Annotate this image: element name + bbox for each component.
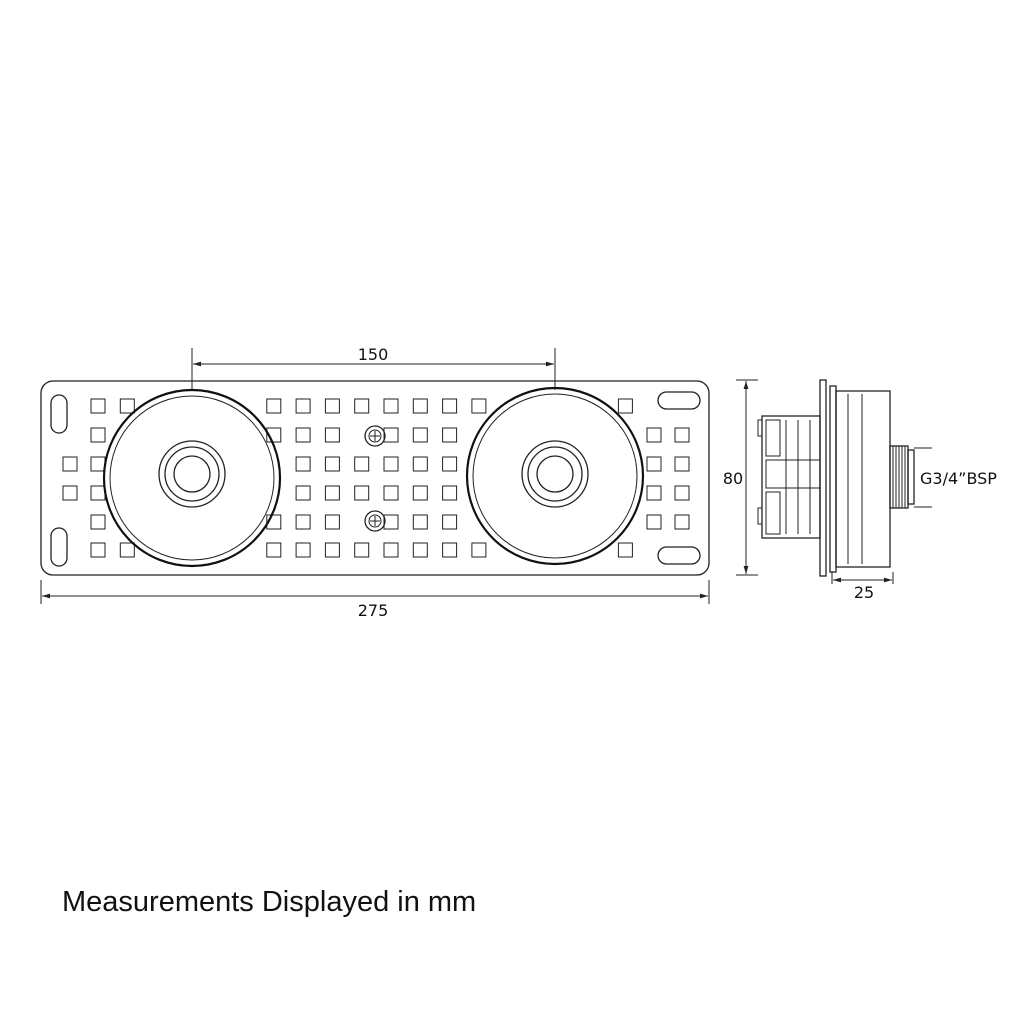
overall-width-label: 275 [358, 601, 389, 620]
square-cutout [383, 485, 399, 501]
square-cutout [324, 398, 340, 414]
thread-spec-label: G3/4”BSP [920, 469, 997, 488]
square-cutout [442, 514, 458, 530]
square-cutout [119, 542, 135, 558]
square-cutout [62, 456, 78, 472]
mounting-slot-bottom-left [50, 527, 68, 567]
square-cutout [324, 514, 340, 530]
square-cutout [674, 427, 690, 443]
square-cutout [295, 542, 311, 558]
square-cutout [324, 542, 340, 558]
square-cutout [674, 456, 690, 472]
threaded-outlet [889, 445, 915, 509]
square-cutout [295, 427, 311, 443]
mounting-slot-top-left [50, 394, 68, 434]
square-cutout [617, 398, 633, 414]
square-cutout [412, 514, 428, 530]
square-cutout [354, 485, 370, 501]
square-cutout [646, 485, 662, 501]
square-cutout-grid [62, 398, 690, 558]
square-cutout [266, 542, 282, 558]
square-cutout [295, 514, 311, 530]
square-cutout [412, 456, 428, 472]
side-view: G3/4”BSP 80 25 [723, 379, 997, 602]
square-cutout [354, 542, 370, 558]
square-cutout [442, 456, 458, 472]
mounting-plate [40, 380, 710, 576]
front-view [40, 380, 710, 576]
screw-bottom [364, 510, 386, 532]
square-cutout [266, 398, 282, 414]
square-cutout [442, 398, 458, 414]
dimension-depth: 25 [831, 572, 894, 602]
square-cutout [471, 398, 487, 414]
square-cutout [412, 427, 428, 443]
square-cutout [119, 398, 135, 414]
square-cutout [646, 514, 662, 530]
square-cutout [471, 542, 487, 558]
side-plate [819, 379, 827, 577]
square-cutout [354, 456, 370, 472]
square-cutout [90, 485, 106, 501]
mounting-slot-bottom-right [657, 546, 701, 565]
square-cutout [266, 427, 282, 443]
square-cutout [442, 542, 458, 558]
square-cutout [295, 398, 311, 414]
square-cutout [324, 485, 340, 501]
valve-spacing-label: 150 [358, 345, 389, 364]
square-cutout [383, 398, 399, 414]
dimension-overall-height: 80 [723, 379, 758, 576]
valve-housing-side [829, 385, 891, 573]
square-cutout [90, 427, 106, 443]
square-cutout [617, 542, 633, 558]
square-cutout [90, 398, 106, 414]
square-cutout [383, 514, 399, 530]
square-cutout [442, 427, 458, 443]
units-caption: Measurements Displayed in mm [62, 886, 477, 918]
square-cutout [90, 514, 106, 530]
square-cutout [383, 456, 399, 472]
square-cutout [90, 542, 106, 558]
screw-top [364, 425, 386, 447]
square-cutout [295, 485, 311, 501]
square-cutout [412, 542, 428, 558]
square-cutout [646, 427, 662, 443]
square-cutout [674, 514, 690, 530]
square-cutout [266, 514, 282, 530]
valve-body-right [465, 386, 645, 566]
square-cutout [442, 485, 458, 501]
square-cutout [324, 427, 340, 443]
square-cutout [674, 485, 690, 501]
mounting-slot-top-right [657, 391, 701, 410]
valve-cartridge-side [757, 415, 821, 539]
square-cutout [383, 542, 399, 558]
square-cutout [646, 456, 662, 472]
square-cutout [412, 398, 428, 414]
dimension-overall-width: 275 [40, 580, 710, 620]
square-cutout [90, 456, 106, 472]
square-cutout [62, 485, 78, 501]
valve-body-left [102, 388, 282, 568]
square-cutout [412, 485, 428, 501]
overall-height-label: 80 [723, 469, 743, 488]
depth-label: 25 [854, 583, 874, 602]
dimension-valve-spacing: 150 [191, 345, 556, 390]
square-cutout [295, 456, 311, 472]
square-cutout [354, 398, 370, 414]
square-cutout [324, 456, 340, 472]
square-cutout [383, 427, 399, 443]
